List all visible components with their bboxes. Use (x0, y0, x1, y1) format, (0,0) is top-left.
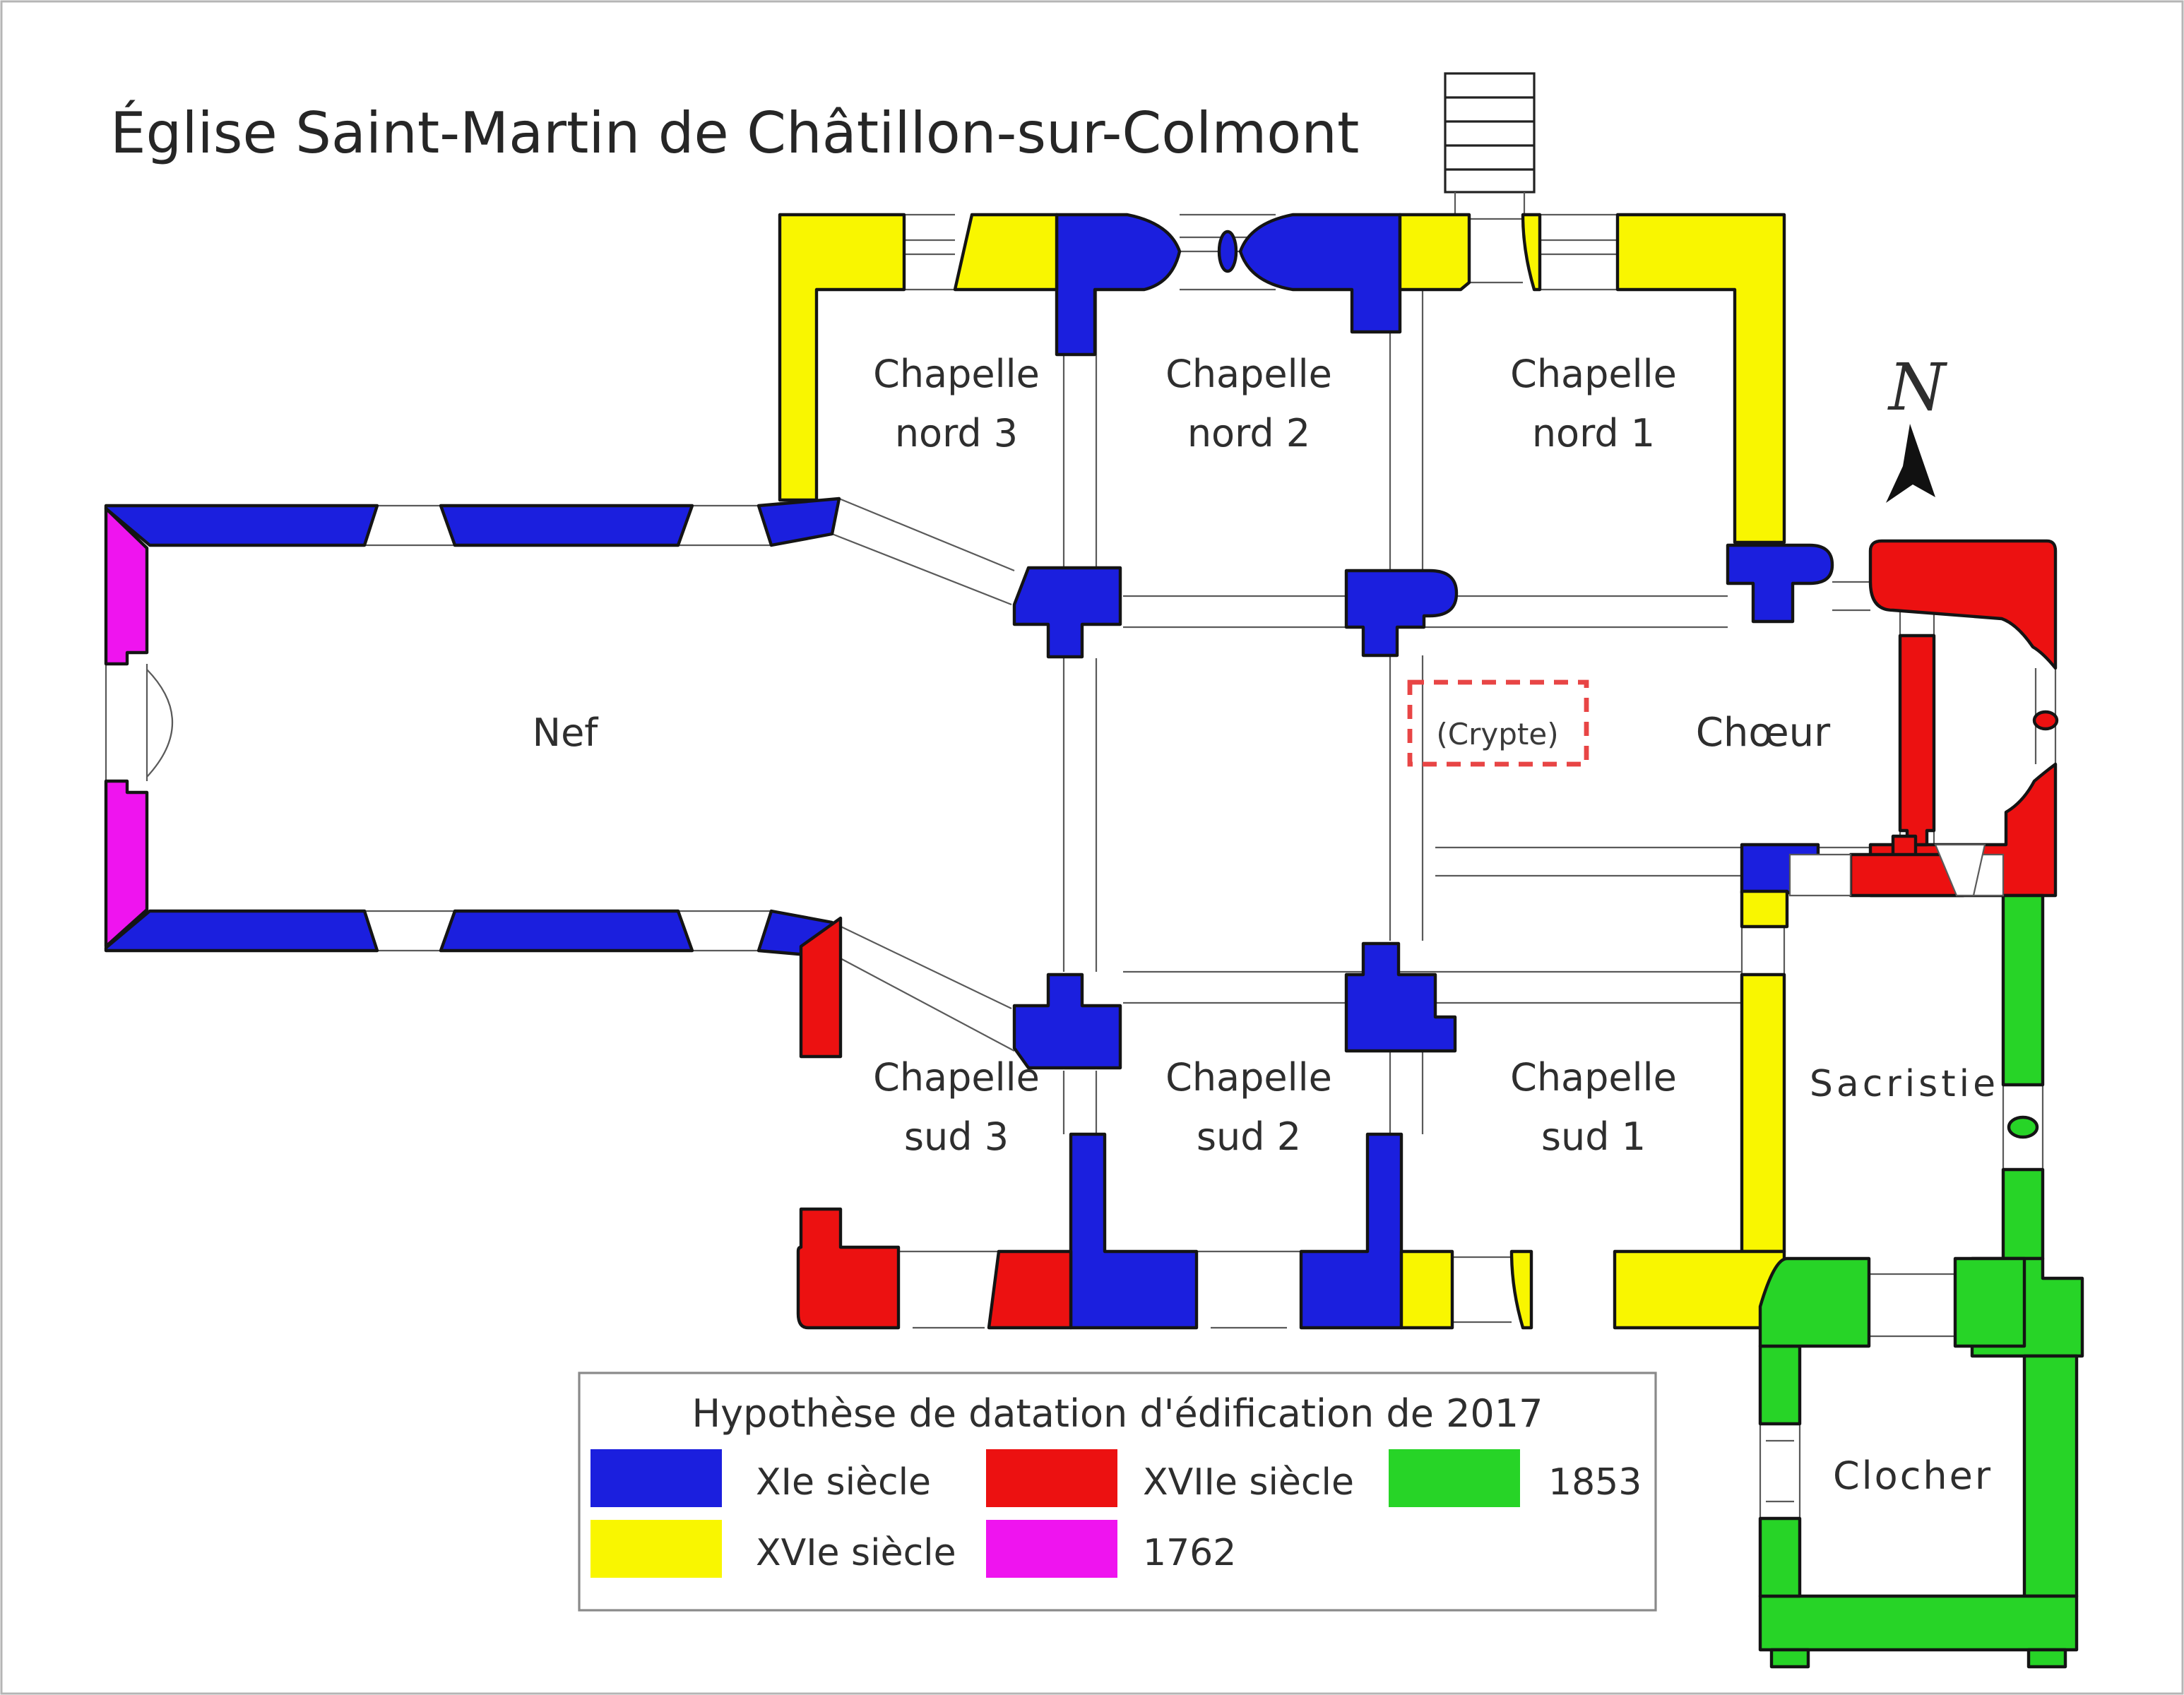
wall-chevet-north (1868, 539, 2058, 670)
label-chapelle-nord-2-l2: nord 2 (1187, 411, 1310, 456)
wall-south-band-blue-1 (1069, 1132, 1199, 1330)
wall-nord3-west-corner (778, 213, 906, 502)
wall-nave-south-2 (439, 909, 694, 953)
label-chapelle-sud-2-l1: Chapelle (1165, 1055, 1332, 1100)
label-chapelle-nord-3-l2: nord 3 (895, 411, 1018, 456)
clocher-sw-step (1769, 1648, 1810, 1669)
legend-swatch-xie (590, 1449, 722, 1507)
wall-top-band-1 (953, 213, 1059, 292)
wall-sud3-west-upper (799, 916, 843, 1059)
wall-nord1-east-corner (1615, 213, 1786, 545)
wall-south-band-yellow-jamb (1509, 1249, 1533, 1330)
legend-title: Hypothèse de datation d'édification de 2… (692, 1391, 1543, 1436)
wall-clocher-south (1758, 1594, 2079, 1652)
thin-wall-lines (105, 213, 2057, 1518)
wall-south-band-yellow-1 (1399, 1249, 1454, 1330)
pier-arcade-ne (1344, 569, 1459, 658)
legend-swatch-xviie (986, 1449, 1117, 1507)
pier-top-band-west (1055, 213, 1182, 357)
legend-label-xviie: XVIIe siècle (1143, 1461, 1354, 1504)
wall-sacristie-east-lower (2001, 1167, 2045, 1261)
wall-west-upper (104, 506, 149, 666)
label-chapelle-sud-2-l2: sud 2 (1197, 1114, 1301, 1159)
wall-nave-south-1 (104, 909, 379, 953)
wall-nave-north-3 (756, 496, 841, 547)
legend-label-xie: XIe siècle (756, 1461, 931, 1504)
wall-sacristie-east-upper (2001, 893, 2045, 1087)
wall-sud1-east-top (1740, 889, 1789, 929)
label-chapelle-sud-3-l1: Chapelle (873, 1055, 1040, 1100)
sacristie-north-window-west (1788, 853, 1852, 897)
walls-xviie-siecle (796, 539, 2059, 1330)
page-title: Église Saint-Martin de Châtillon-sur-Col… (110, 100, 1359, 166)
wall-sacristie-south-west (1758, 1256, 1871, 1348)
north-label: N (1887, 350, 1948, 425)
legend-swatch-1853 (1389, 1449, 1520, 1507)
label-chapelle-nord-1-l2: nord 1 (1532, 411, 1655, 456)
wall-top-band-2 (1398, 213, 1471, 292)
label-chapelle-sud-1-l2: sud 1 (1541, 1114, 1646, 1159)
pier-arcade-nw (1012, 566, 1122, 659)
wall-west-lower (104, 779, 149, 948)
pier-top-band-east (1238, 213, 1402, 334)
wall-clocher-west-lower (1758, 1516, 1802, 1598)
wall-sud3-west-lower (796, 1207, 901, 1330)
label-chapelle-sud-1-l1: Chapelle (1510, 1055, 1677, 1100)
walls-1762 (104, 506, 149, 948)
label-sacristie: Sacristie (1810, 1063, 1999, 1105)
wall-south-band-red (987, 1249, 1073, 1330)
walls-xie-siecle (104, 213, 1834, 1330)
pier-crossing-ne (1726, 543, 1834, 624)
legend-label-xvie: XVIe siècle (756, 1532, 956, 1574)
legend-swatch-1762 (986, 1520, 1117, 1578)
label-crypte: (Crypte) (1436, 717, 1558, 751)
staircase (1444, 72, 1536, 216)
wall-choir-east (1898, 634, 1936, 847)
north-arrow-icon (1886, 424, 1935, 503)
legend-label-1762: 1762 (1143, 1532, 1236, 1574)
wall-top-band-jamb (1521, 213, 1542, 292)
crypte-outline (1407, 679, 1589, 767)
label-nef: Nef (533, 710, 600, 755)
label-choeur: Chœur (1696, 710, 1831, 756)
label-chapelle-nord-1-l1: Chapelle (1510, 352, 1677, 396)
wall-nave-north-1 (104, 504, 379, 547)
clocher-se-step (2026, 1648, 2067, 1669)
label-chapelle-nord-2-l1: Chapelle (1165, 352, 1332, 396)
north-marker: N (1886, 350, 1948, 503)
label-chapelle-sud-3-l2: sud 3 (904, 1114, 1009, 1159)
walls-1853 (1758, 893, 2084, 1669)
walls-xvie-siecle (778, 213, 1789, 1330)
sacristie-east-bead (2007, 1115, 2039, 1139)
legend-label-1853: 1853 (1548, 1461, 1642, 1504)
pier-arcade-sw (1012, 973, 1122, 1070)
legend-swatch-xvie (590, 1520, 722, 1578)
wall-nave-north-2 (439, 504, 694, 547)
chevet-south-window (1934, 843, 1986, 897)
niche-top-band (1217, 230, 1238, 273)
wall-south-band-blue-2 (1299, 1132, 1403, 1330)
label-chapelle-nord-3-l1: Chapelle (873, 352, 1040, 396)
legend: Hypothèse de datation d'édification de 2… (578, 1372, 1657, 1612)
wall-sacristie-south-east (1953, 1256, 2026, 1348)
label-clocher: Clocher (1833, 1453, 1993, 1498)
wall-sud1-east (1740, 973, 1786, 1254)
chevet-east-bead (2032, 710, 2059, 731)
wall-clocher-west-upper (1758, 1344, 1802, 1426)
wall-clocher-east (2022, 1354, 2079, 1598)
pier-arcade-se (1344, 941, 1457, 1053)
